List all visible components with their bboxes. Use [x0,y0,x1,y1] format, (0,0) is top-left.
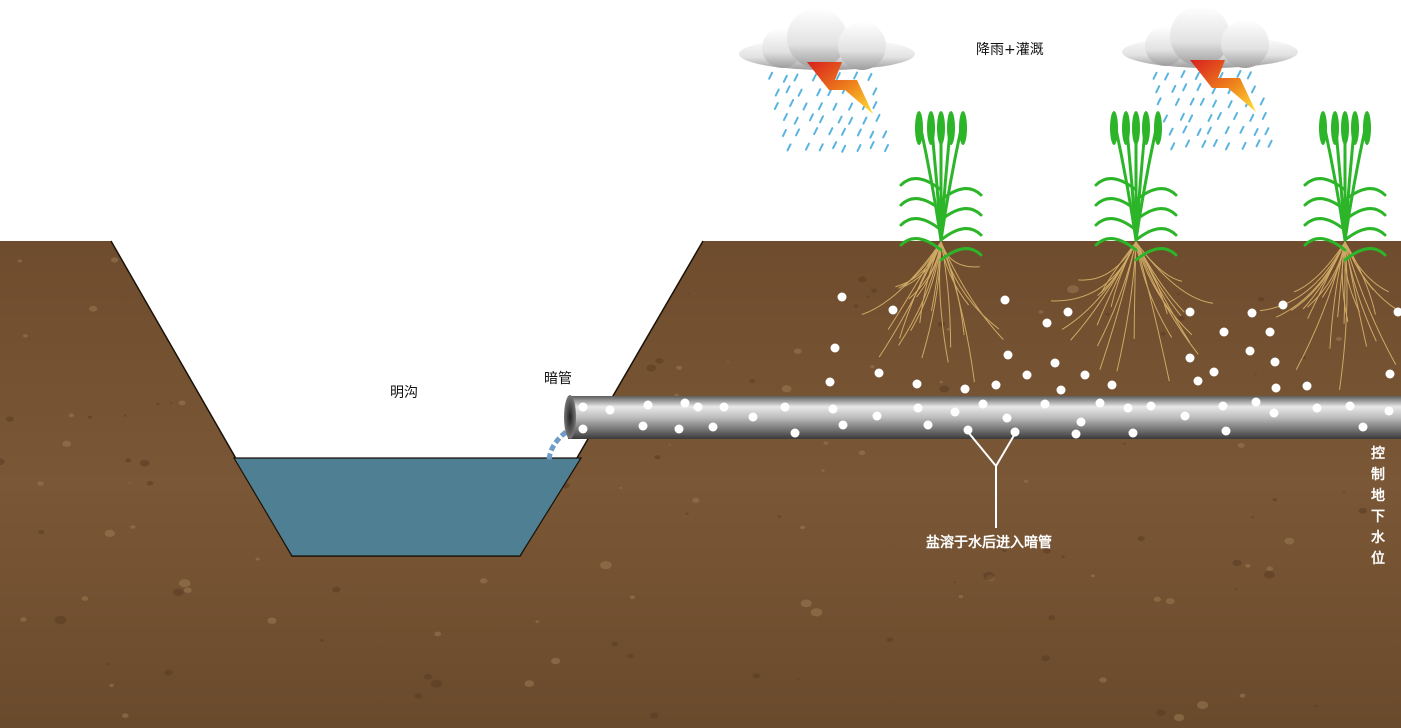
salt-particle-icon [1194,377,1203,386]
open-ditch-label: 明沟 [390,382,418,402]
salt-particle-icon [709,423,718,432]
salt-particle-icon [1023,371,1032,380]
salt-particle-icon [838,293,847,302]
salt-particle-icon [1072,430,1081,439]
salt-particle-icon [1270,409,1279,418]
salt-particle-icon [639,422,648,431]
salt-particle-icon [1096,399,1105,408]
salt-particle-icon [875,369,884,378]
salt-particle-icon [1359,423,1368,432]
salt-particle-icon [961,385,970,394]
salt-particle-icon [1272,384,1281,393]
salt-particle-icon [1064,308,1073,317]
salt-particle-icon [720,403,729,412]
salt-particle-icon [1051,359,1060,368]
salt-particle-icon [1252,398,1261,407]
salt-particle-icon [979,400,988,409]
salt-particle-icon [1219,402,1228,411]
salt-particle-icon [1222,427,1231,436]
rain-clouds [739,6,1298,152]
salt-particle-icon [1246,347,1255,356]
salt-particle-icon [1147,402,1156,411]
salt-particle-icon [913,380,922,389]
salt-particle-icon [924,421,933,430]
salt-particle-icon [1057,386,1066,395]
salt-particle-icon [1186,308,1195,317]
salt-particle-icon [1129,429,1138,438]
drain-pipe-label: 暗管 [544,368,572,388]
salt-particle-icon [1266,328,1275,337]
salt-particle-icon [1041,400,1050,409]
salt-particle-icon [1220,328,1229,337]
salt-particle-icon [1004,351,1013,360]
salt-particle-icon [644,401,653,410]
salt-particle-icon [1124,404,1133,413]
salt-particle-icon [1279,301,1288,310]
salt-particle-icon [579,425,588,434]
storm-cloud-icon [739,8,915,152]
salt-particle-icon [781,403,790,412]
salt-particle-icon [1003,414,1012,423]
salt-particle-icon [749,413,758,422]
salt-particle-icon [694,403,703,412]
salt-particle-icon [1210,368,1219,377]
salt-particle-icon [914,404,923,413]
salt-particle-icon [873,412,882,421]
salt-particle-icon [681,399,690,408]
salt-particle-icon [839,421,848,430]
salt-particle-icon [829,405,838,414]
salt-particle-icon [889,306,898,315]
salt-particle-icon [1108,381,1117,390]
salt-particle-icon [791,429,800,438]
salt-particle-icon [1001,296,1010,305]
salt-particle-icon [951,408,960,417]
salt-particle-icon [826,378,835,387]
salt-particle-icon [606,406,615,415]
salt-particle-icon [1313,404,1322,413]
salt-particle-icon [831,344,840,353]
control-groundwater-label: 控 制 地 下 水 位 [1370,444,1386,570]
salt-particle-icon [1248,309,1257,318]
salt-particle-icon [1386,370,1395,379]
salt-particle-icon [1043,319,1052,328]
salt-particle-icon [1077,418,1086,427]
rain-irrigation-label: 降雨+灌溉 [976,39,1044,59]
salt-particle-icon [1303,382,1312,391]
salt-particle-icon [579,403,588,412]
salt-particle-icon [675,425,684,434]
salt-particle-icon [1271,358,1280,367]
salt-particle-icon [1186,354,1195,363]
salt-particle-icon [1081,371,1090,380]
salt-particle-icon [1346,402,1355,411]
ditch-water [234,458,581,556]
salt-particle-icon [992,381,1001,390]
salt-dissolve-label: 盐溶于水后进入暗管 [926,532,1052,552]
salt-particle-icon [1181,412,1190,421]
salt-particle-icon [1385,407,1394,416]
